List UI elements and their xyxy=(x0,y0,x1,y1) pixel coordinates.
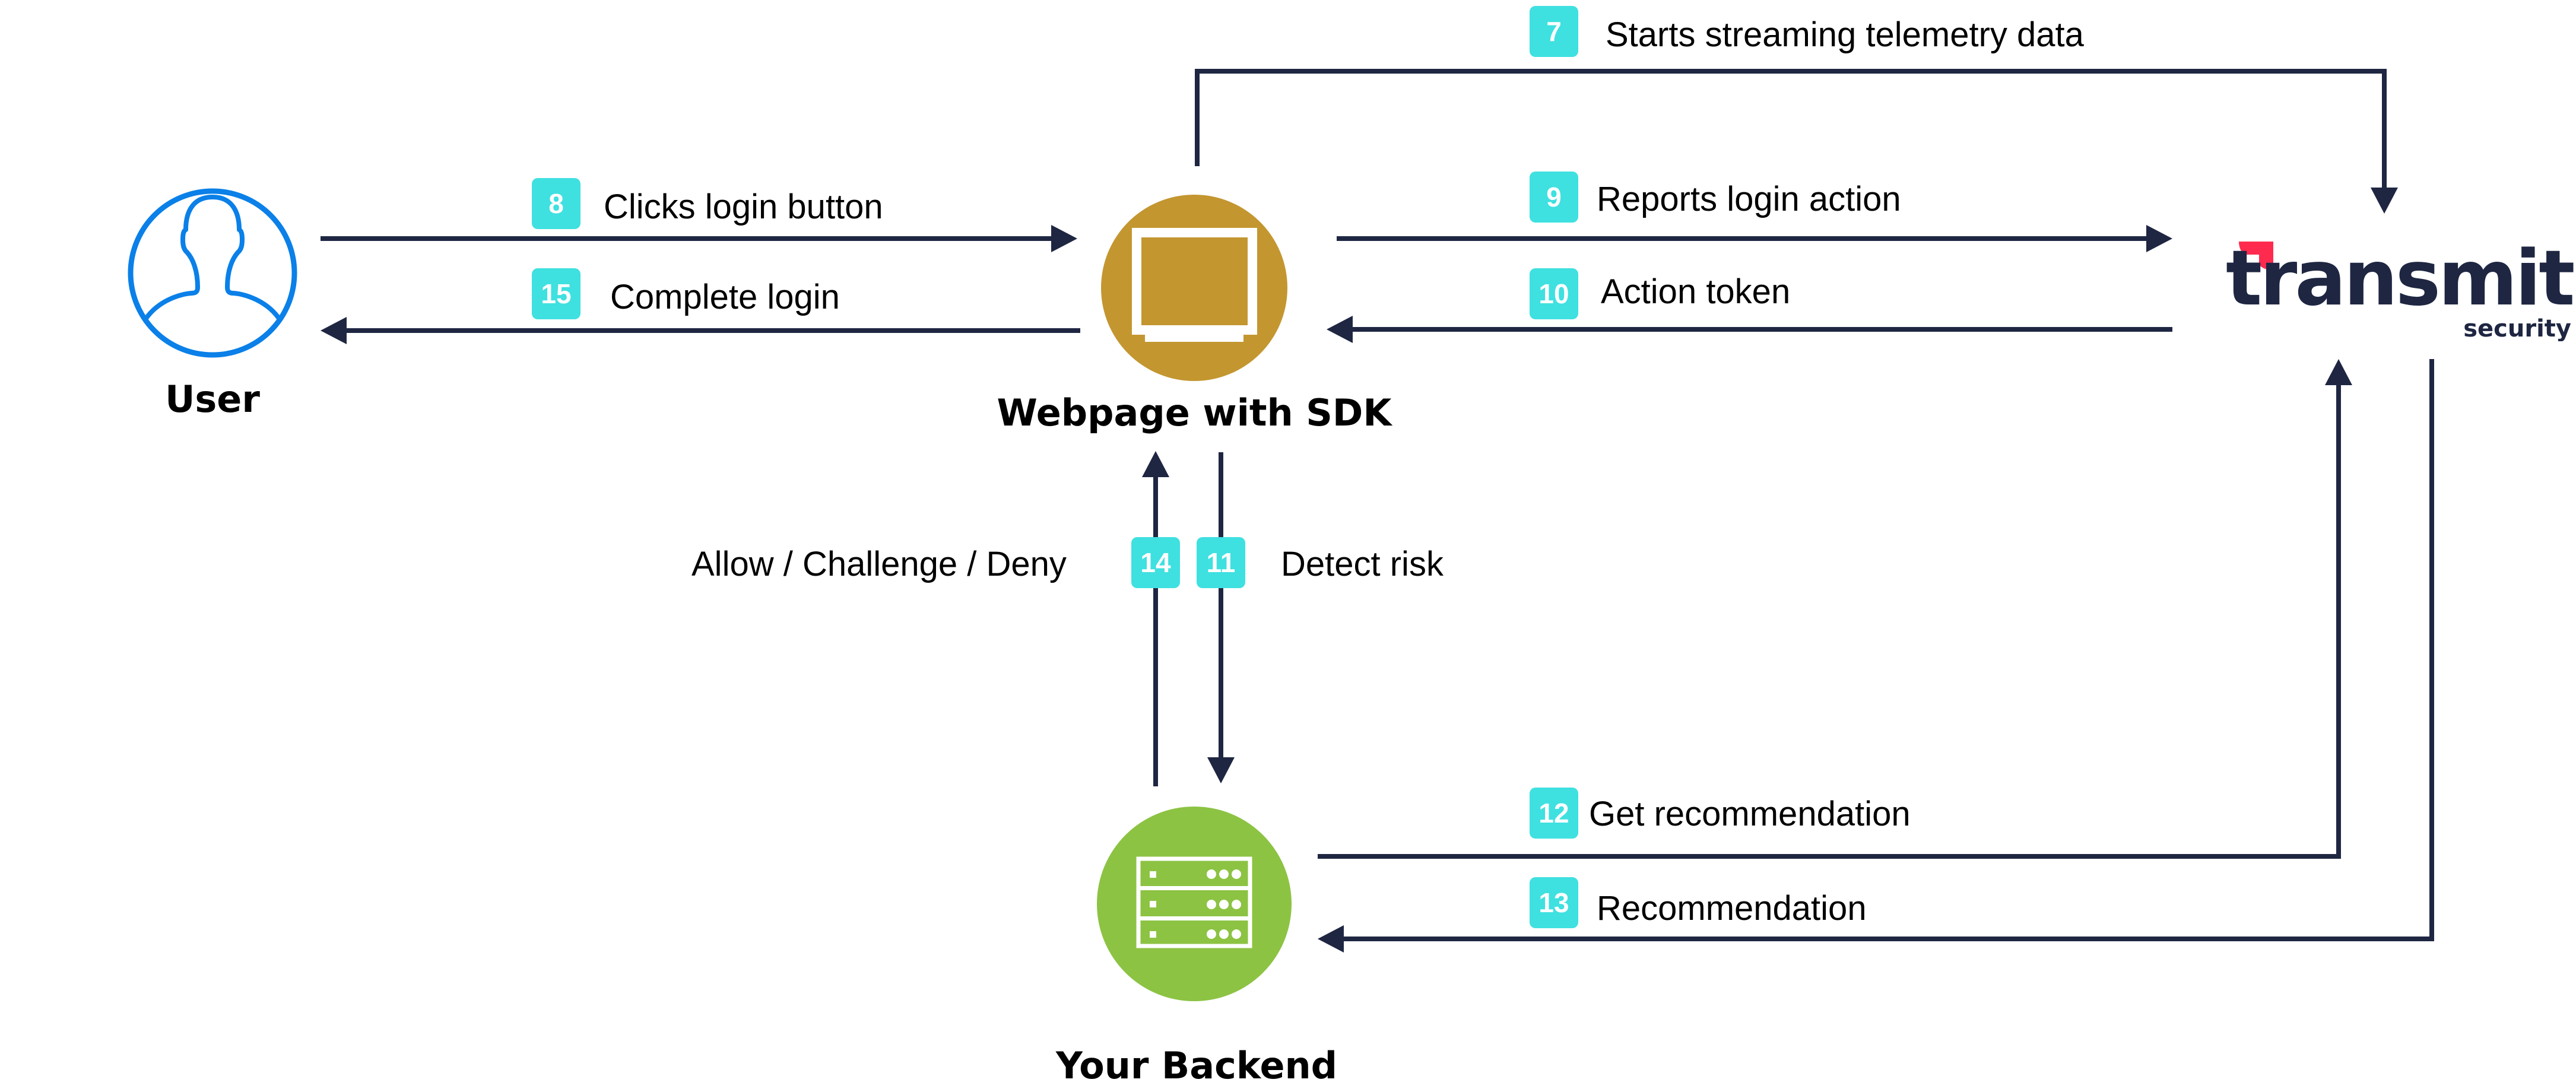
logo-wordmark: transmit xyxy=(2226,234,2574,323)
step-badge-9: 9 xyxy=(1530,172,1578,223)
step-label-13: Recommendation xyxy=(1597,889,1867,928)
step-badge-13: 13 xyxy=(1530,877,1578,928)
arrow-step-13-arrowhead-icon xyxy=(1318,925,1344,953)
backend-circle xyxy=(1097,807,1292,1001)
step-label-15: Complete login xyxy=(610,278,840,316)
server-rack-icon xyxy=(1136,856,1252,948)
arrow-step-7-arrowhead-icon xyxy=(2371,188,2398,214)
arrow-step-8-arrowhead-icon xyxy=(1051,225,1077,252)
arrow-step-9-arrowhead-icon xyxy=(2146,225,2172,252)
arrow-step-11-arrowhead-icon xyxy=(1207,757,1235,783)
arrow-step-15 xyxy=(321,317,1080,344)
arrow-step-14-arrowhead-icon xyxy=(1142,451,1169,477)
step-badge-11: 11 xyxy=(1197,537,1245,588)
webpage-node xyxy=(1101,195,1287,381)
backend-label: Your Backend xyxy=(1055,1044,1338,1087)
step-badge-12: 12 xyxy=(1530,788,1578,839)
step-label-14: Allow / Challenge / Deny xyxy=(691,545,1067,583)
arrow-step-10 xyxy=(1327,316,2172,343)
user-circle xyxy=(128,188,297,358)
step-badge-8: 8 xyxy=(532,178,580,229)
user-node xyxy=(128,188,297,358)
logo-subtitle: security xyxy=(2463,315,2571,341)
logo-accent-mark xyxy=(2239,242,2273,270)
step-label-9: Reports login action xyxy=(1597,180,1901,218)
arrow-step-7 xyxy=(1195,69,2398,214)
arrow-step-11 xyxy=(1207,452,1235,783)
arrow-step-10-arrowhead-icon xyxy=(1327,316,1353,343)
step-badge-15: 15 xyxy=(532,268,580,319)
arrow-step-12-arrowhead-icon xyxy=(2325,359,2352,385)
step-badge-7: 7 xyxy=(1530,6,1578,57)
step-label-12: Get recommendation xyxy=(1589,795,1911,833)
arrow-step-7-line xyxy=(1195,69,2387,191)
arrow-step-9 xyxy=(1337,225,2172,252)
webpage-label: Webpage with SDK xyxy=(997,391,1392,434)
arrow-step-12 xyxy=(1318,359,2352,859)
arrow-step-13-line xyxy=(1341,359,2434,941)
arrow-step-8 xyxy=(321,225,1077,252)
transmit-security-logo: transmit security xyxy=(2226,234,2576,341)
step-badge-10: 10 xyxy=(1530,268,1578,319)
arrow-step-14 xyxy=(1142,451,1169,786)
backend-node xyxy=(1097,807,1292,1001)
user-label: User xyxy=(165,377,260,421)
step-label-8: Clicks login button xyxy=(604,188,883,226)
arrow-step-15-arrowhead-icon xyxy=(321,317,347,344)
step-label-7: Starts streaming telemetry data xyxy=(1606,15,2084,54)
step-badge-14: 14 xyxy=(1131,537,1180,588)
arrow-step-12-line xyxy=(1318,382,2341,859)
arrow-step-13 xyxy=(1318,359,2434,953)
user-silhouette-icon xyxy=(142,195,283,323)
step-label-10: Action token xyxy=(1601,272,1791,311)
monitor-icon xyxy=(1132,228,1257,342)
webpage-circle xyxy=(1101,195,1287,381)
step-label-11: Detect risk xyxy=(1281,545,1444,583)
